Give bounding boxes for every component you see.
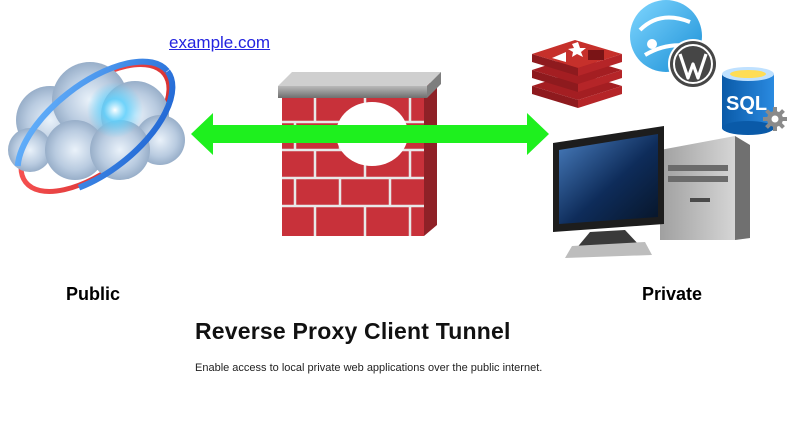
diagram-description: Enable access to local private web appli…	[195, 362, 543, 374]
domain-link[interactable]: example.com	[169, 33, 271, 52]
redis-icon	[532, 40, 622, 108]
desktop-computer-icon	[553, 126, 750, 258]
brick-firewall-icon	[278, 72, 441, 236]
wordpress-icon	[668, 39, 718, 89]
internet-cloud-icon	[8, 58, 185, 198]
sql-icon-text: SQL	[726, 93, 767, 115]
sql-database-icon: SQL	[722, 67, 787, 135]
bidirectional-arrow-icon	[191, 113, 549, 155]
public-label: Public	[66, 284, 121, 304]
diagram-title: Reverse Proxy Client Tunnel	[195, 318, 511, 344]
private-label: Private	[642, 284, 703, 304]
firewall-hole-cover	[280, 126, 337, 142]
